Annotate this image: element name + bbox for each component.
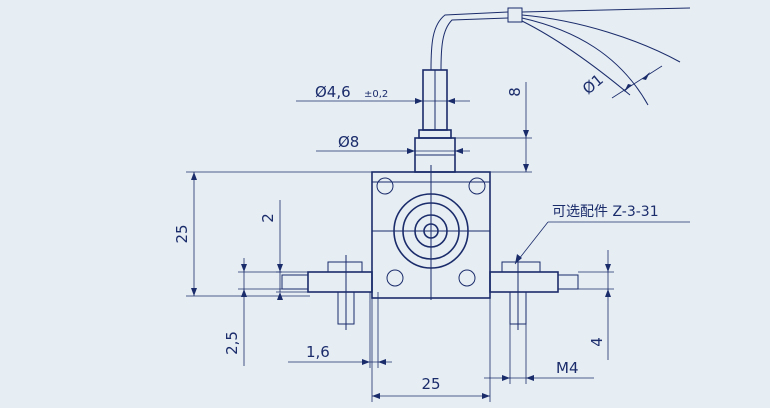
cable-diameter-label: Ø4,6 [315,83,351,101]
clamp-height-label: 4 [588,337,606,347]
gland-diameter-label: Ø8 [338,133,359,151]
dim-body-offset: 2 [259,200,308,300]
slot-width-label: 1,6 [306,343,330,361]
cable-tolerance-label: ±0,2 [364,89,388,100]
dim-wire-diameter: Ø1 [579,65,663,99]
cable-assembly [414,7,691,173]
dim-base-depth: 2,5 [223,258,282,366]
dim-slot-width: 1,6 [288,292,392,368]
thread-label: M4 [556,359,579,377]
optional-part-label: 可选配件 Z-3-31 [552,204,659,220]
gland-length-label: 8 [506,87,524,97]
body-height-label: 25 [173,224,191,243]
dim-gland-length: 8 [452,82,532,173]
switch-body [371,165,491,300]
right-clamp [489,255,579,330]
left-clamp [281,255,373,330]
dim-cable-diameter: Ø4,6 ±0,2 [296,83,470,104]
body-width-label: 25 [421,375,440,393]
dim-clamp-height: 4 [578,250,614,360]
optional-part-callout: 可选配件 Z-3-31 [514,204,690,265]
wire-diameter-label: Ø1 [579,71,607,99]
base-depth-label: 2,5 [223,331,241,355]
dim-body-height: 25 [173,171,372,297]
dim-body-width: 25 [371,298,491,402]
dim-thread: M4 [484,324,594,384]
body-offset-label: 2 [259,213,277,223]
dim-gland-diameter: Ø8 [316,133,470,154]
